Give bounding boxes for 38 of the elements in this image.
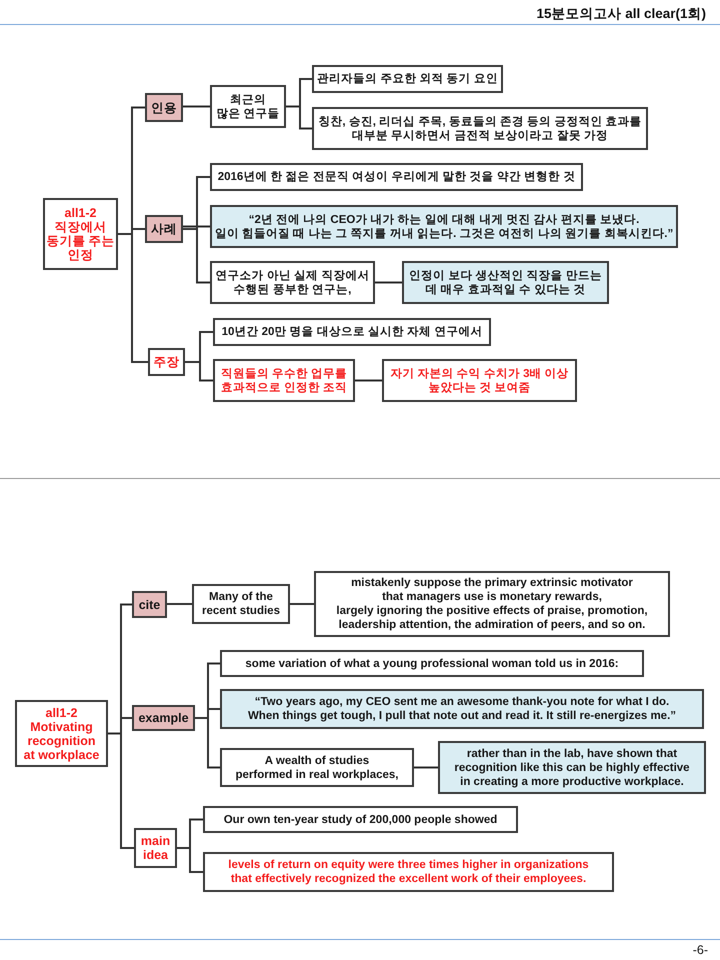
connector-line bbox=[118, 233, 148, 363]
text-box: 2016년에 한 젊은 전문직 여성이 우리에게 말한 것을 약간 변형한 것 bbox=[210, 163, 583, 191]
page-number: -6- bbox=[692, 943, 708, 957]
category-box: main idea bbox=[134, 828, 177, 868]
text-box: 관리자들의 주요한 외적 동기 요인 bbox=[312, 65, 503, 93]
connector-line bbox=[183, 226, 210, 228]
connector-line bbox=[183, 106, 210, 108]
category-box: 사례 bbox=[145, 215, 183, 243]
category-box: cite bbox=[132, 591, 167, 618]
text-box: 최근의 많은 연구들 bbox=[210, 85, 286, 128]
connector-line bbox=[185, 361, 213, 382]
highlight-box: “2년 전에 나의 CEO가 내가 하는 일에 대해 내게 멋진 감사 편지를 보냈다. 일이 힘들어질 때 나는 그 쪽지를 꺼내 읽는다. 그것은 여전히 나의 원기를 회복시킨다.” bbox=[210, 205, 678, 248]
connector-line bbox=[286, 106, 312, 130]
category-box: example bbox=[132, 705, 195, 731]
text-box: 연구소가 아닌 실제 직장에서 수행된 풍부한 연구는, bbox=[210, 261, 375, 304]
connector-line bbox=[375, 282, 402, 284]
highlight-box: 인정이 보다 생산적인 직장을 만드는 데 매우 효과적일 수 있다는 것 bbox=[402, 261, 609, 304]
category-box: 주장 bbox=[148, 348, 185, 376]
text-box: Many of the recent studies bbox=[192, 584, 290, 624]
connector-line bbox=[355, 380, 382, 382]
category-box: 인용 bbox=[145, 93, 183, 122]
topic-box: all1-2 직장에서 동기를 주는 인정 bbox=[43, 198, 118, 270]
text-box: 칭찬, 승진, 리더십 주목, 동료들의 존경 등의 긍정적인 효과를 대부분 무시하면서 금전적 보상이라고 잘못 가정 bbox=[312, 107, 648, 150]
highlight-box: rather than in the lab, have shown that recognition like this can be highly effective in creating a more productive workplace. bbox=[438, 741, 706, 794]
text-box: levels of return on equity were three times higher in organizations that effectively recognized the excellent work of their employees. bbox=[203, 852, 614, 892]
text-box: A wealth of studies performed in real workplaces, bbox=[220, 748, 414, 787]
topic-box: all1-2 Motivating recognition at workplace bbox=[15, 700, 108, 767]
header-title: 15분모의고사 all clear(1회) bbox=[536, 5, 706, 23]
text-box: some variation of what a young professional woman told us in 2016: bbox=[220, 650, 644, 677]
connector-line bbox=[414, 766, 438, 768]
connector-line bbox=[290, 603, 314, 605]
text-box: mistakenly suppose the primary extrinsic motivator that managers use is monetary rewards, largely ignoring the positive effects of praise, promotion, leadership attention, the admiration of peers, and so on. bbox=[314, 571, 670, 637]
text-box: 자기 자본의 수익 수치가 3배 이상 높았다는 것 보여줌 bbox=[382, 359, 577, 402]
connector-line bbox=[167, 603, 192, 605]
highlight-box: “Two years ago, my CEO sent me an awesome thank-you note for what I do. When things get tough, I pull that note out and read it. It still re-energizes me.” bbox=[220, 689, 704, 729]
text-box: 10년간 20만 명을 대상으로 실시한 자체 연구에서 bbox=[213, 318, 491, 346]
text-box: Our own ten-year study of 200,000 people showed bbox=[203, 806, 518, 833]
text-box: 직원들의 우수한 업무를 효과적으로 인정한 조직 bbox=[213, 359, 355, 402]
